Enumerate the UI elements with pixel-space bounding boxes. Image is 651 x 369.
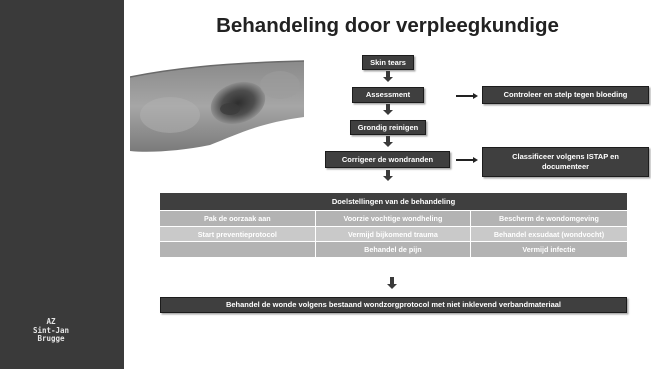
goal-cell: Start preventieprotocol xyxy=(160,225,316,242)
arrow-down-icon xyxy=(383,104,393,115)
goal-cell: Vermijd infectie xyxy=(471,241,627,257)
logo-line: Brugge xyxy=(37,334,65,343)
arrow-down-icon xyxy=(383,136,393,147)
arrow-down-icon xyxy=(387,277,397,289)
goals-header: Doelstellingen van de behandeling xyxy=(160,193,627,210)
goal-cell: Vermijd bijkomend trauma xyxy=(315,225,472,242)
arrow-down-icon xyxy=(383,71,393,82)
controleer-box: Controleer en stelp tegen bloeding xyxy=(482,86,649,104)
skin-tears-box: Skin tears xyxy=(362,55,414,70)
wound-photo xyxy=(130,55,304,155)
goal-cell: Behandel de pijn xyxy=(315,241,472,257)
sidebar xyxy=(0,0,124,369)
logo-line: Sint-Jan xyxy=(32,325,70,335)
logo-line: AZ xyxy=(46,317,56,326)
az-sint-jan-logo: AZ Sint-Jan Brugge xyxy=(26,317,76,344)
arrow-right-icon xyxy=(456,157,478,163)
goals-grid: Pak de oorzaak aan Voorzie vochtige wond… xyxy=(160,210,627,257)
arrow-right-icon xyxy=(456,93,478,99)
assessment-box: Assessment xyxy=(352,87,424,103)
goal-cell: Voorzie vochtige wondheling xyxy=(315,210,472,226)
goal-cell: Pak de oorzaak aan xyxy=(160,210,316,226)
arrow-down-icon xyxy=(383,170,393,181)
slide-title: Behandeling door verpleegkundige xyxy=(216,14,559,37)
corrigeer-box: Corrigeer de wondranden xyxy=(325,151,450,168)
classificeer-box: Classificeer volgens ISTAP en documentee… xyxy=(482,147,649,177)
goal-cell xyxy=(160,241,316,257)
goal-cell: Bescherm de wondomgeving xyxy=(471,210,627,226)
final-box: Behandel de wonde volgens bestaand wondz… xyxy=(160,297,627,313)
goals-table: Doelstellingen van de behandeling Pak de… xyxy=(160,193,627,257)
grondig-reinigen-box: Grondig reinigen xyxy=(350,120,426,135)
goal-cell: Behandel exsudaat (wondvocht) xyxy=(471,225,627,242)
